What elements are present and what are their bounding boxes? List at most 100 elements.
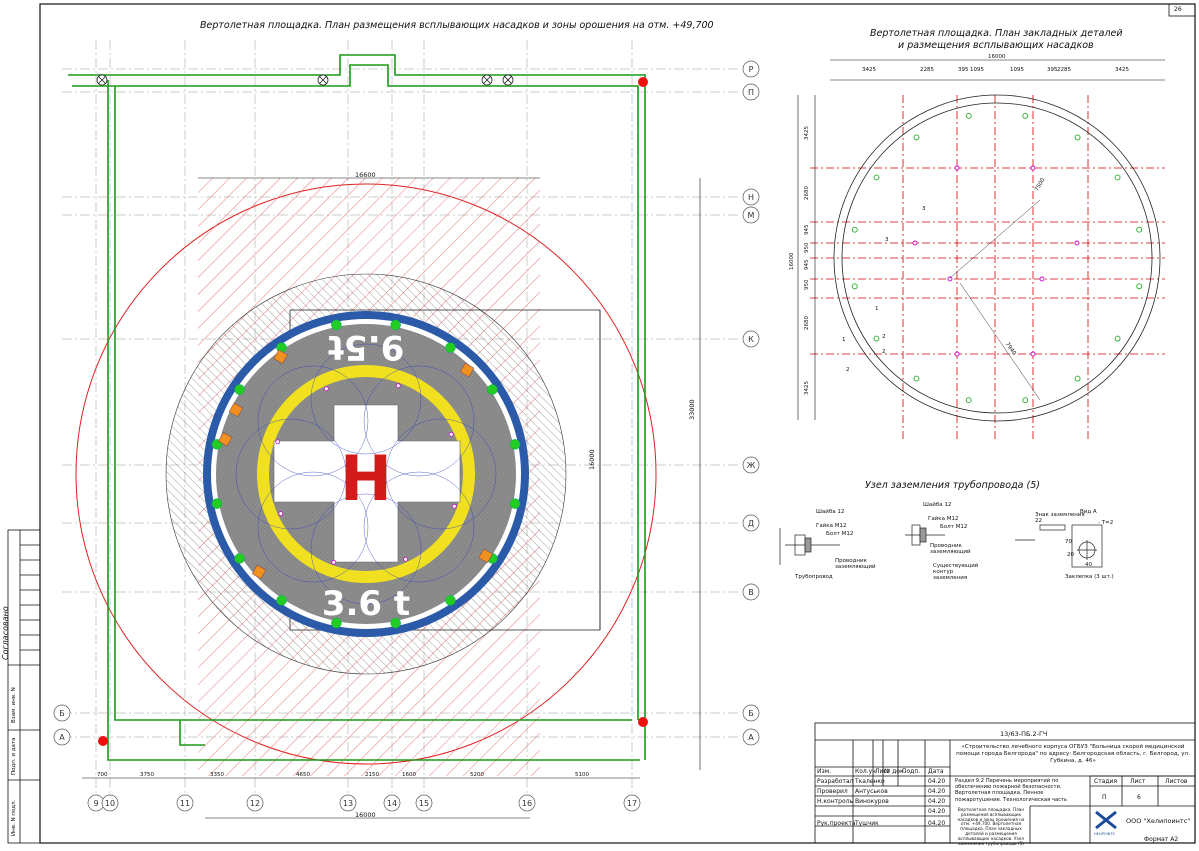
embed-point [278, 511, 284, 517]
nozzle-green [234, 384, 245, 395]
embed-nozzle [1114, 174, 1121, 181]
embed-left-dimension: 950 [804, 242, 810, 254]
ground-node-label: 20 [1067, 552, 1074, 558]
axis-label-row: К [748, 335, 754, 344]
nozzle-green [390, 319, 401, 331]
axis-bubble-row-left [53, 704, 71, 722]
embed-callout: 1 [875, 306, 879, 312]
embed-callout: 3 [885, 237, 889, 243]
person-name: Винокуров [855, 798, 889, 805]
marking-top: 9.5t [328, 327, 404, 367]
sheet-number: 26 [1174, 6, 1182, 13]
side-agreed: Согласовано [1, 606, 10, 660]
embed-top-dimension: 1095 [970, 67, 984, 73]
embed-nozzle [1074, 134, 1081, 141]
person-date: 04.20 [928, 808, 946, 815]
ground-node-label: Гайка М12 [928, 516, 959, 522]
stage-header: Листов [1165, 778, 1188, 785]
axis-bubble-row [742, 206, 760, 224]
title-block-header: Изм. [817, 768, 832, 775]
embed-nozzle [913, 375, 920, 382]
red-valve-marker [98, 736, 108, 746]
nozzle-green [445, 595, 456, 606]
side-stamp [7, 529, 41, 844]
embed-title-line1: Вертолетная площадка. План закладных дет… [870, 28, 1123, 39]
axis-label-col: 9 [93, 799, 98, 808]
person-date: 04.20 [928, 778, 946, 785]
axis-label-row-left: А [59, 733, 65, 742]
bottom-dimension: 5100 [575, 772, 589, 778]
embed-nozzle [1136, 226, 1143, 233]
embed-top-dimension: 3425 [862, 67, 876, 73]
axis-bubble-col [623, 794, 641, 812]
ground-node-label: Проводник заземляющий [835, 558, 876, 571]
plan-dim-bottom: 16000 [355, 811, 376, 819]
bottom-dimension: 700 [97, 772, 108, 778]
embed-left-dimension: 3425 [804, 126, 810, 140]
ground-node-label: Шайба 12 [923, 502, 952, 508]
title-block-header: Кол.уч [855, 768, 876, 775]
ground-node-label: Существующий контур заземления [933, 563, 979, 582]
embed-left-dimension: 945 [804, 224, 810, 236]
bottom-dimension: 4650 [296, 772, 310, 778]
ground-node-label: Болт М12 [940, 524, 968, 530]
plan-dim-top: 16600 [355, 171, 376, 179]
nozzle-green [234, 553, 245, 564]
embed-detail [954, 351, 960, 357]
axis-label-row: Б [748, 709, 754, 718]
spray-lobe [310, 343, 422, 455]
person-date: 04.20 [928, 820, 946, 827]
embed-top-dimension: 3425 [1115, 67, 1129, 73]
sheet-frame [39, 3, 1196, 844]
nozzle-green [509, 498, 521, 509]
sheet-value: 6 [1137, 794, 1141, 801]
ground-node-label: Проводник заземляющий [930, 543, 971, 556]
axis-label-col: 13 [343, 799, 353, 808]
embed-point [403, 556, 409, 562]
embed-nozzle [851, 226, 858, 233]
embed-top-dimension: 2285 [1057, 67, 1071, 73]
embed-detail [912, 240, 918, 246]
popup-nozzle [478, 548, 493, 564]
axis-bubble-col [415, 794, 433, 812]
axis-label-col: 12 [250, 799, 260, 808]
embed-top-dimension: 2285 [920, 67, 934, 73]
embed-left-dimension: 2680 [804, 186, 810, 200]
axis-label-row: М [748, 211, 755, 220]
stage-value: П [1102, 794, 1107, 801]
ground-node-drawings [779, 524, 1103, 568]
logo-text: HELIPOINTS [1094, 832, 1115, 836]
embed-point [448, 431, 454, 437]
axis-label-row-left: Б [59, 709, 65, 718]
sheet-number-box [1168, 3, 1196, 17]
bottom-dimension: 3750 [140, 772, 154, 778]
nozzle-green [211, 498, 223, 509]
person-name: Ткаленко [855, 778, 885, 785]
axis-bubble-row [742, 583, 760, 601]
popup-nozzle [218, 432, 233, 447]
sheet-title: Вертолетная площадка. План размещения вс… [957, 807, 1025, 846]
popup-nozzle [228, 402, 244, 418]
axis-bubble-col [101, 794, 119, 812]
person-role: Разработал [817, 778, 854, 785]
ground-node-label: Вид А [1080, 509, 1097, 515]
spray-lobe [363, 365, 475, 477]
embed-detail [1074, 240, 1080, 246]
nozzle-green [390, 617, 401, 629]
person-name: Антуськов [855, 788, 888, 795]
side-cell-3: Инв. N подл. [11, 799, 17, 836]
axis-bubble-col [518, 794, 536, 812]
axis-bubble-row [742, 514, 760, 532]
side-cell-2: Подп. и дата [11, 737, 17, 775]
bottom-dimension: 2150 [365, 772, 379, 778]
axis-bubble-row [742, 60, 760, 78]
spray-lobe [235, 418, 347, 530]
axis-label-col: 11 [180, 799, 190, 808]
spray-lobe [363, 471, 475, 583]
axis-label-col: 14 [387, 799, 397, 808]
embed-callout: 2 [882, 349, 886, 355]
red-valve-marker [638, 717, 648, 727]
axis-bubble-row [742, 728, 760, 746]
nozzle-green [331, 319, 342, 331]
